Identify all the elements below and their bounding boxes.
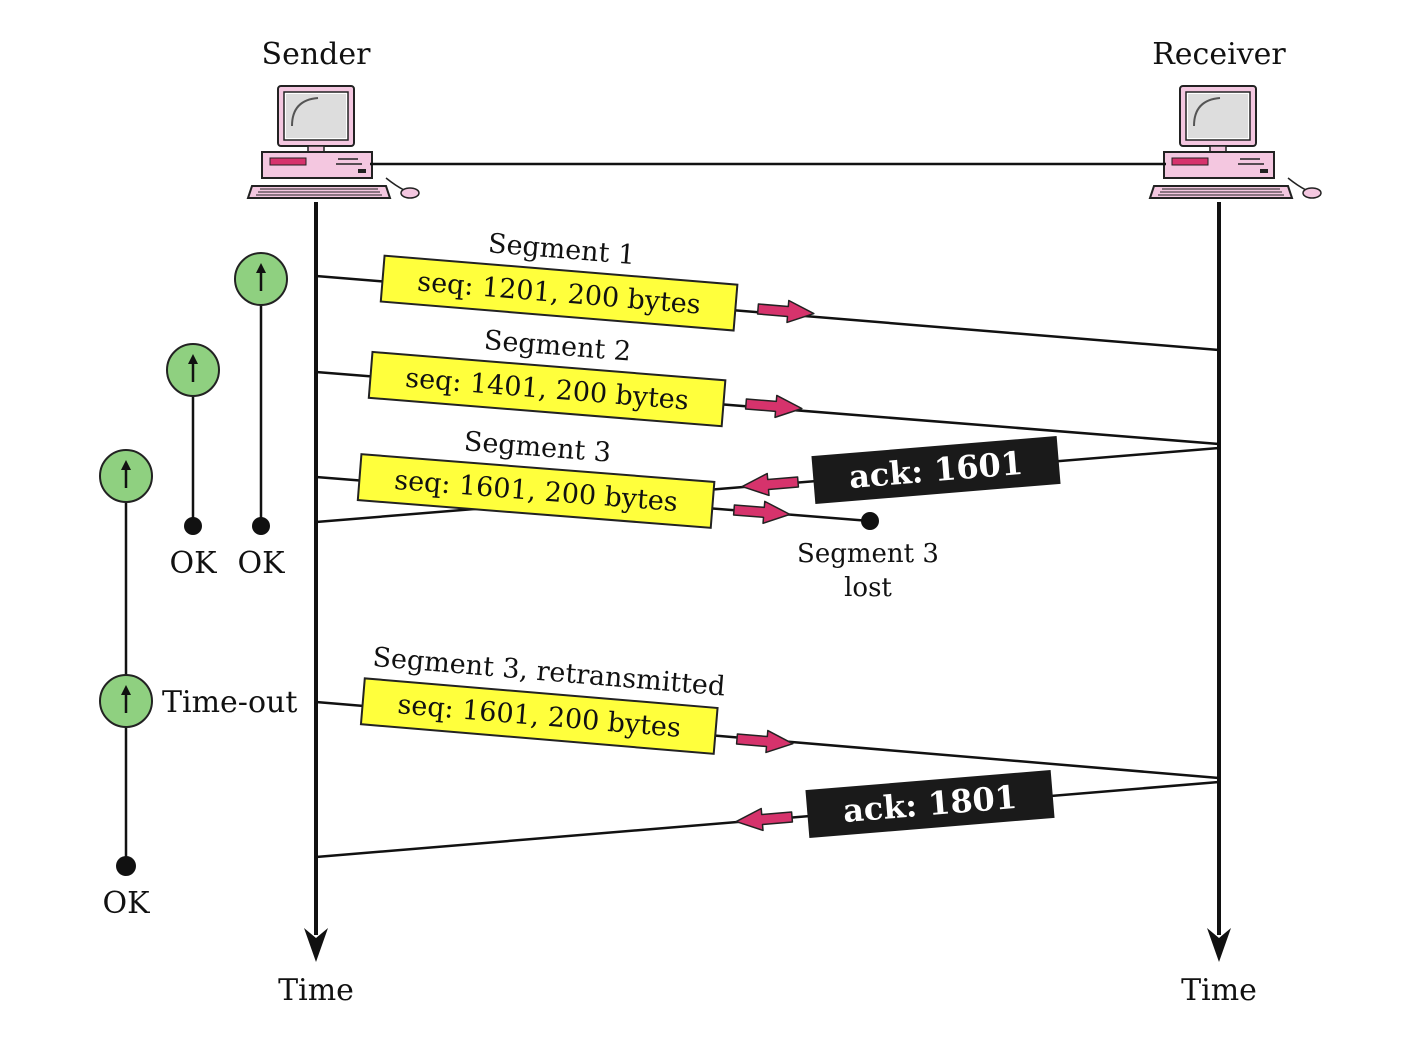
loss-label-line1: Segment 3 <box>797 539 939 569</box>
ack-1801-group: ack: 1801 <box>805 770 1055 838</box>
timer-1-end <box>252 517 270 535</box>
ack-1601-box <box>811 436 1061 504</box>
timer-2-icon <box>165 342 221 398</box>
sender-time-arrowhead-icon <box>304 928 328 962</box>
receiver-time-label: Time <box>1181 973 1257 1008</box>
timeout-label: Time-out <box>162 685 297 720</box>
segment-3-retransmit-direction-arrow-icon <box>735 727 795 756</box>
segment-3-retransmit-box <box>359 677 719 755</box>
segment-2-title: Segment 2 <box>483 325 632 368</box>
ack-1601-group: ack: 1601 <box>811 436 1061 504</box>
sender-label: Sender <box>262 37 372 72</box>
segment-1-direction-arrow-icon <box>756 297 816 326</box>
timer-3-ok-label: OK <box>102 886 150 921</box>
segment-3-retransmit-group: Segment 3, retransmitted seq: 1601, 200 … <box>359 642 726 755</box>
timer-1-ok-label: OK <box>237 546 285 581</box>
loss-label-line2: lost <box>844 573 892 603</box>
sender-computer-icon <box>247 85 420 199</box>
segment-3-box <box>356 453 716 529</box>
receiver-label: Receiver <box>1152 37 1286 72</box>
timer-2-ok-label: OK <box>169 546 217 581</box>
segment-2-direction-arrow-icon <box>744 392 804 421</box>
segment-1-box <box>379 254 739 332</box>
ack-1801-direction-arrow-icon <box>734 805 794 834</box>
timer-3-restart-icon <box>98 673 154 729</box>
ack-1601-direction-arrow-icon <box>740 470 800 499</box>
segment-2-group: Segment 2 seq: 1401, 200 bytes <box>367 325 727 428</box>
segment-3-group: Segment 3 seq: 1601, 200 bytes <box>356 426 716 529</box>
ack-1801-box <box>805 770 1055 838</box>
receiver-computer-icon <box>1149 85 1322 199</box>
segment-2-box <box>367 350 727 428</box>
timer-2-end <box>184 517 202 535</box>
segment-3-title: Segment 3 <box>463 426 612 468</box>
segment-1-group: Segment 1 seq: 1201, 200 bytes <box>379 228 739 332</box>
segment-3-loss-point <box>861 512 879 530</box>
timer-1-icon <box>233 251 289 307</box>
segment-3-direction-arrow-icon <box>732 498 792 527</box>
segment-1-title: Segment 1 <box>487 228 636 271</box>
receiver-time-arrowhead-icon <box>1207 928 1231 962</box>
sender-time-label: Time <box>278 973 354 1008</box>
timer-3-icon <box>98 448 154 504</box>
timer-3-end <box>116 856 136 876</box>
